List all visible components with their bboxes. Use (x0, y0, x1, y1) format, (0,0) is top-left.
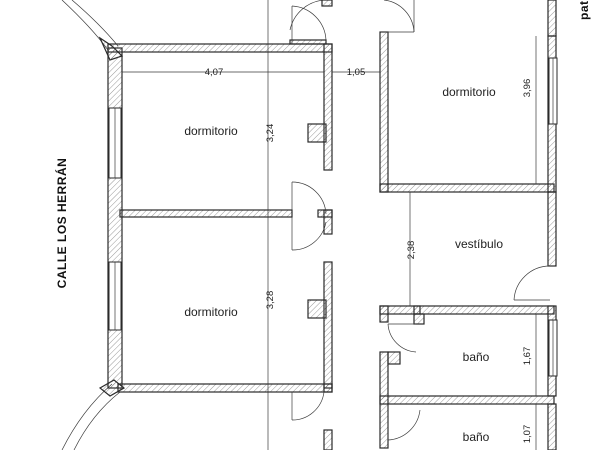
bedroom-right-wall (307, 43, 333, 393)
door-bedroom-1 (289, 5, 327, 45)
room-label-bano-2: baño (463, 430, 490, 444)
bay-window-bottom (61, 379, 126, 450)
dimension-4-07: 4,07 (205, 67, 224, 78)
room-label-dormitorio-3: dormitorio (442, 85, 496, 99)
door-bathroom-1 (387, 323, 417, 353)
door-bedroom-top-small (289, 0, 325, 31)
dimension-1-07: 1,07 (522, 425, 533, 444)
dimension-1-05: 1,05 (347, 67, 366, 78)
left-exterior-wall (107, 47, 123, 389)
bathroom-walls (379, 305, 558, 450)
door-bathroom-2 (387, 404, 421, 441)
dimension-3-24: 3,24 (265, 124, 276, 143)
street-label: CALLE LOS HERRÁN (54, 158, 69, 289)
room-label-vestibulo: vestíbulo (455, 237, 503, 251)
door-vestibule (513, 265, 551, 301)
vestibule-right-wall (547, 191, 557, 267)
dimension-lines (122, 0, 537, 450)
patio-label: patio (577, 0, 591, 20)
top-wall-bedroom-1 (107, 43, 333, 53)
door-bedroom-3 (291, 391, 333, 450)
dimension-2-38: 2,38 (406, 241, 417, 260)
dimension-3-28: 3,28 (265, 291, 276, 310)
divider-wall-bedrooms (119, 209, 293, 218)
door-bedroom-2 (291, 181, 327, 251)
room-label-dormitorio-2: dormitorio (184, 305, 238, 319)
door-right-dormitorio (380, 0, 415, 33)
dimension-3-96: 3,96 (522, 79, 533, 98)
room-label-bano-1: baño (463, 350, 490, 364)
dimension-1-67: 1,67 (522, 347, 533, 366)
right-dormitorio-walls (379, 31, 558, 193)
room-label-dormitorio-1: dormitorio (184, 124, 238, 138)
bottom-wall-bedroom-2 (117, 383, 333, 393)
